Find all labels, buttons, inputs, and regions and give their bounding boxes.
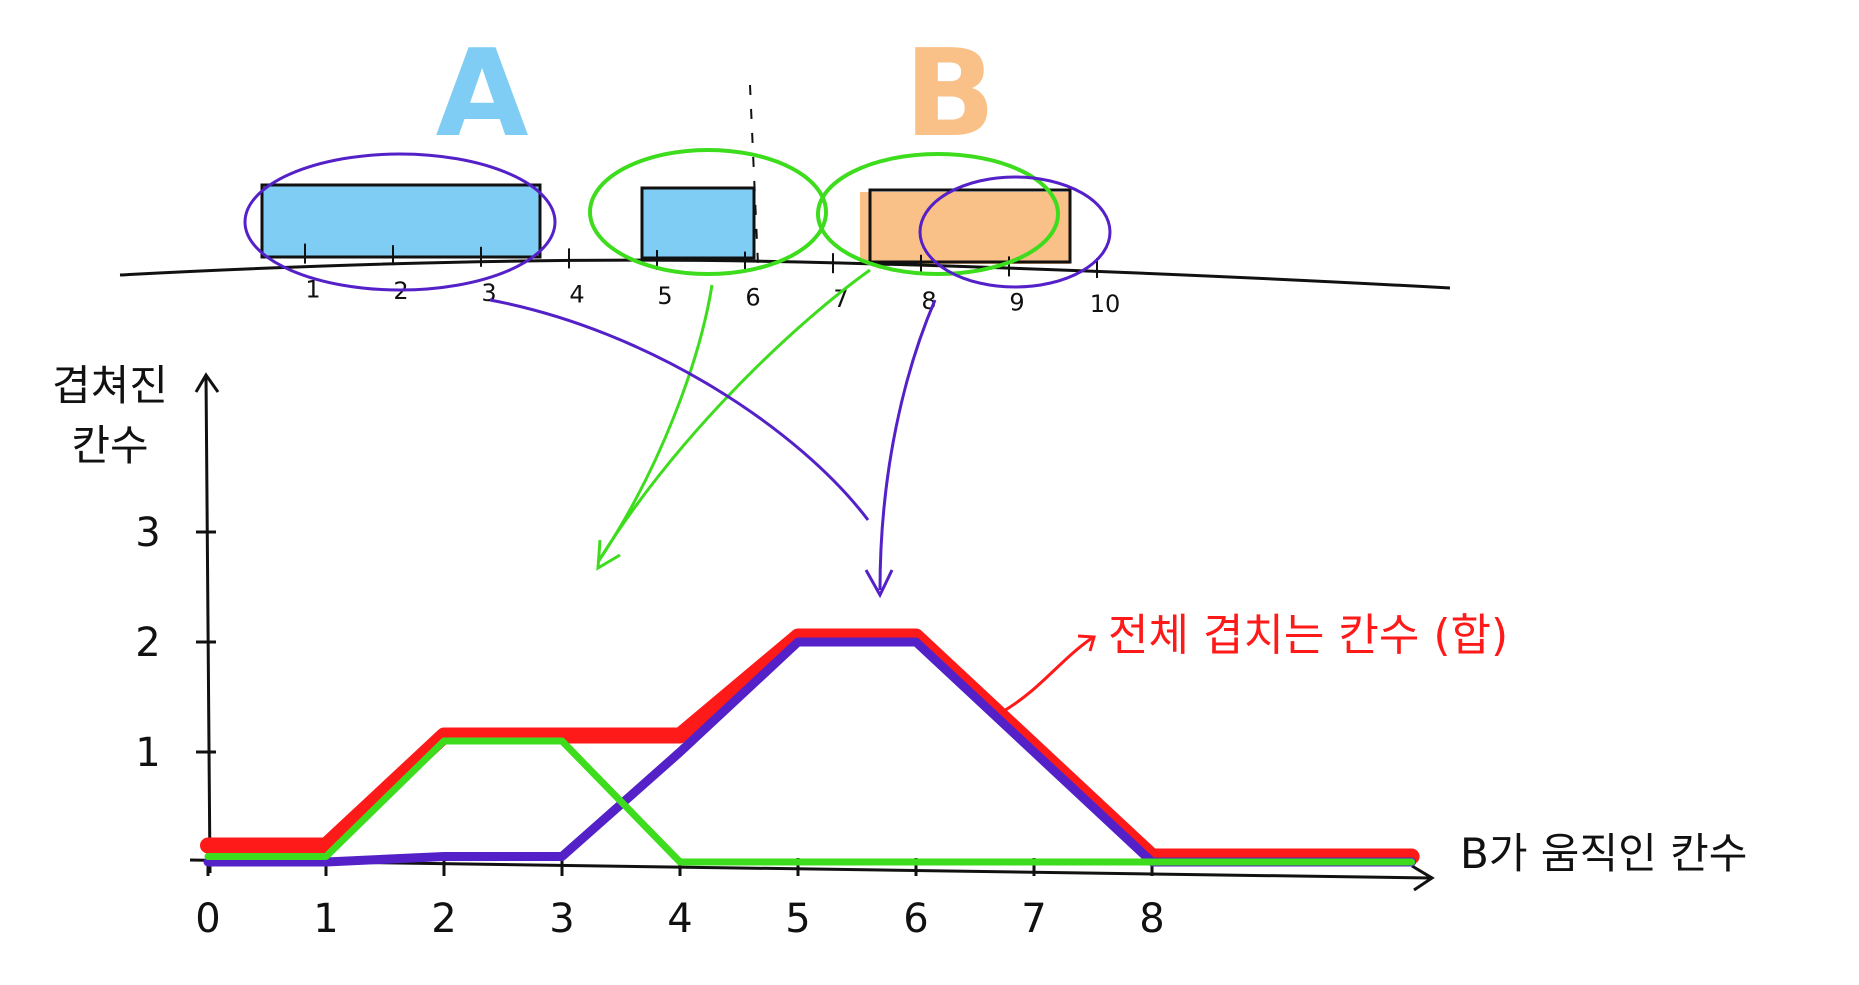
y-tick-label: 1 xyxy=(135,730,160,776)
number-line-label: 10 xyxy=(1090,290,1121,318)
annotation-label: 전체 겹치는 칸수 (합) xyxy=(1108,610,1508,661)
purple-circle-right xyxy=(918,175,1112,289)
annotation-arrow xyxy=(1001,636,1093,714)
x-tick-label: 2 xyxy=(431,896,456,942)
number-line xyxy=(119,258,1451,290)
purple-arrowhead xyxy=(864,569,894,599)
series-line-green xyxy=(204,737,1416,866)
x-axis-label: B가 움직인 칸수 xyxy=(1460,829,1747,878)
y-axis-label-line2: 칸수 xyxy=(71,421,148,470)
x-tick-label: 1 xyxy=(313,896,338,942)
block-b-outline xyxy=(868,188,1072,264)
green-arrow-right xyxy=(596,268,871,563)
x-tick-label: 7 xyxy=(1021,896,1046,942)
y-axis-label-line1: 겹쳐진 xyxy=(52,361,168,410)
label-a: A xyxy=(436,25,529,164)
x-tick-label: 3 xyxy=(549,896,574,942)
x-tick-label: 8 xyxy=(1139,896,1164,942)
purple-arrow-right xyxy=(878,299,937,591)
purple-arrow-left xyxy=(489,298,870,521)
number-line-label: 7 xyxy=(833,285,848,313)
y-tick-label: 2 xyxy=(135,620,160,666)
block-a-outline xyxy=(260,183,542,259)
x-tick-label: 6 xyxy=(903,896,928,942)
green-circle-left xyxy=(588,148,828,276)
y-axis xyxy=(204,374,212,874)
block-a-piece-outline xyxy=(640,186,756,260)
number-line-label: 1 xyxy=(305,276,320,304)
annotation-arrowhead xyxy=(1077,634,1096,652)
green-arrow-left xyxy=(596,284,714,563)
series-layer xyxy=(200,628,1420,867)
block-a-fill xyxy=(262,185,540,257)
purple-circle-left xyxy=(243,152,557,292)
x-tick-label: 0 xyxy=(195,896,220,942)
number-line-label: 9 xyxy=(1009,288,1024,316)
number-line-label: 3 xyxy=(481,279,496,307)
green-circle-right xyxy=(816,152,1060,276)
block-b-fill xyxy=(860,192,1070,264)
chart: 겹쳐진 칸수 B가 움직인 칸수 0 1 2 3 4 5 6 7 8 1 2 3 전체 겹치는 칸수 … xyxy=(52,361,1747,942)
label-b: B xyxy=(904,25,995,164)
number-line-label: 6 xyxy=(745,284,760,312)
series-line-red xyxy=(200,628,1420,865)
number-line-label: 4 xyxy=(569,280,584,308)
block-a-piece-fill xyxy=(642,188,754,258)
divider-dashes xyxy=(749,84,759,266)
x-tick-label: 4 xyxy=(667,896,692,942)
y-tick-label: 3 xyxy=(135,510,160,556)
series-line-purple xyxy=(203,637,1417,867)
green-arrowhead xyxy=(596,539,621,571)
x-axis-arrowhead xyxy=(1411,864,1435,892)
x-tick-label: 5 xyxy=(785,896,810,942)
number-line-label: 5 xyxy=(657,282,672,310)
y-axis-arrowhead xyxy=(194,372,220,393)
